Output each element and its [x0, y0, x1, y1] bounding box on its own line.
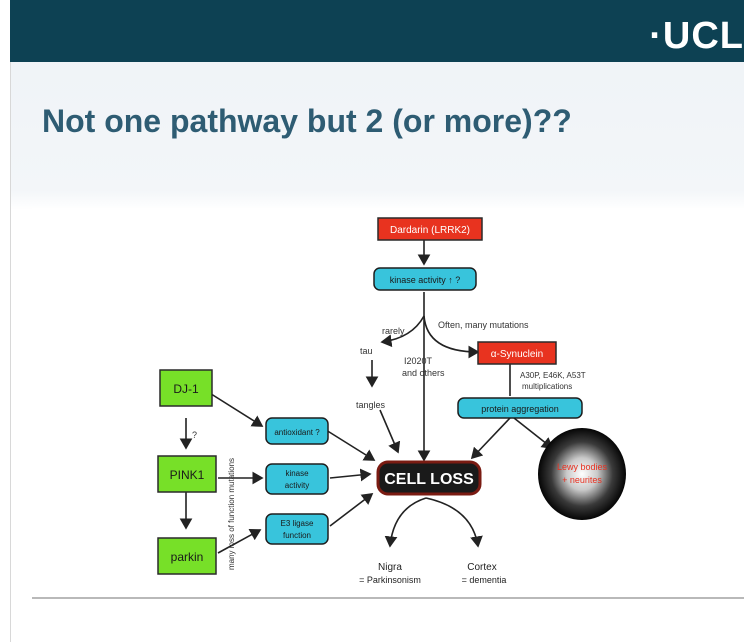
slide-left-border — [10, 62, 11, 642]
often-mutations-label: Often, many mutations — [438, 320, 529, 330]
slide-title: Not one pathway but 2 (or more)?? — [42, 103, 572, 139]
kinase-box — [265, 463, 329, 495]
nigra-label: Nigra — [378, 562, 402, 573]
dj1-box — [159, 369, 213, 407]
parkin-box — [157, 537, 217, 575]
antioxidant-box — [265, 417, 329, 445]
alpha-synuclein-box — [477, 341, 557, 365]
kinase-activity-box — [373, 267, 477, 291]
e3-ligase-box — [265, 513, 329, 545]
protein-aggregation-box — [457, 397, 583, 419]
header-bar: ·UCL — [10, 0, 744, 62]
mutations-label: A30P, E46K, A53T — [520, 371, 586, 380]
cell-loss-label: CELL LOSS — [384, 471, 474, 488]
slide: ·UCL Not one pathway but 2 (or more)?? — [10, 0, 744, 642]
antioxidant-label: antioxidant ? — [274, 428, 320, 437]
dardarin-label: Dardarin (LRRK2) — [390, 225, 470, 236]
ucl-logo: ·UCL — [649, 15, 744, 57]
function-label: function — [283, 531, 311, 540]
pathway-figure: Dardarin (LRRK2) kinase activity ↑ ? rar… — [32, 208, 744, 594]
parkinsonism-label: = Parkinsonism — [359, 575, 421, 585]
multiplications-label: multiplications — [522, 382, 572, 391]
pathway-diagram: Dardarin (LRRK2) kinase activity ↑ ? rar… — [157, 217, 626, 585]
cortex-label: Cortex — [467, 562, 496, 573]
rarely-label: rarely — [382, 326, 405, 336]
i2020t-label: I2020T — [404, 356, 433, 366]
e3-ligase-label: E3 ligase — [281, 519, 314, 528]
pink1-box — [157, 455, 217, 493]
tangles-label: tangles — [356, 400, 386, 410]
lewy-bodies-sphere — [538, 428, 626, 520]
kinase-label: kinase — [285, 469, 309, 478]
lewy-bodies-label: Lewy bodies — [557, 462, 608, 472]
activity-label: activity — [285, 481, 309, 490]
protein-aggregation-label: protein aggregation — [481, 404, 559, 414]
dardarin-box — [377, 217, 483, 241]
neurites-label: + neurites — [562, 475, 602, 485]
parkin-label: parkin — [171, 550, 204, 564]
pink1-label: PINK1 — [170, 468, 205, 482]
question-label: ? — [192, 430, 197, 440]
kinase-activity-label: kinase activity ↑ ? — [390, 275, 461, 285]
dj1-label: DJ-1 — [173, 382, 199, 396]
tau-label: tau — [360, 346, 373, 356]
loss-of-function-label: many loss of function mutations — [227, 458, 236, 570]
dementia-label: = dementia — [462, 575, 507, 585]
and-others-label: and others — [402, 368, 445, 378]
cell-loss-box — [376, 460, 482, 496]
alpha-synuclein-label: α-Synuclein — [491, 349, 543, 360]
divider-line — [32, 597, 744, 599]
connector-arrows — [179, 240, 554, 554]
